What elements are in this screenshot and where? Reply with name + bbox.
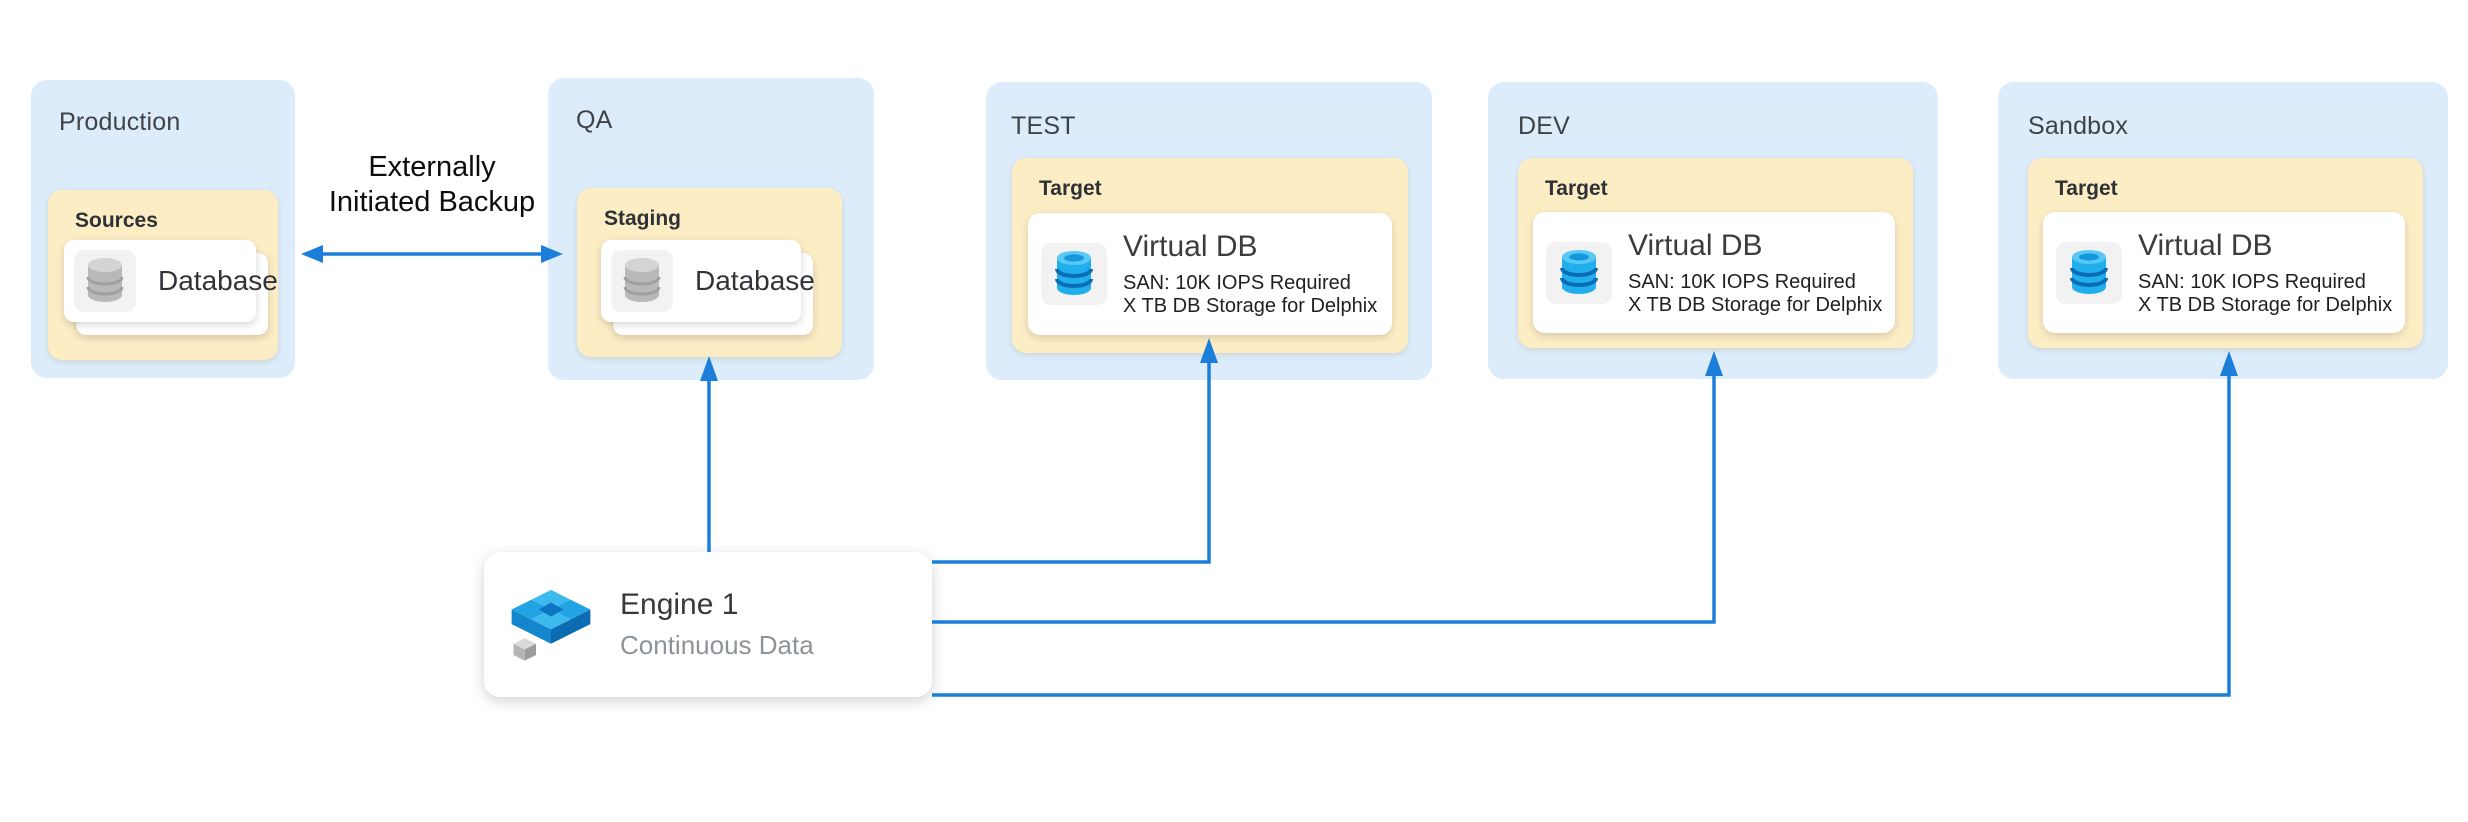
virtual-db-spec-line1: SAN: 10K IOPS Required [1628,270,1856,293]
group-title-staging: Staging [604,207,681,230]
database-card-stack: Database [64,240,278,338]
engine-to-sandbox-arrow [932,351,2238,697]
database-card-stack: Database [601,240,815,336]
group-title-target: Target [1545,177,1608,200]
database-card-production: Database [64,240,278,322]
group-box-target-sandbox: Target Virtual DB SAN: 10K IOPS Required… [2028,158,2423,348]
database-icon-tile [611,250,673,312]
engine-title: Engine 1 [620,588,739,621]
virtual-db-icon-tile [1546,241,1612,304]
virtual-db-spec-line2: X TB DB Storage for Delphix [2138,293,2393,316]
virtual-db-title: Virtual DB [1628,228,1763,262]
group-box-target-dev: Target Virtual DB SAN: 10K IOPS Required… [1518,158,1913,348]
env-title-qa: QA [576,106,613,134]
database-card-label: Database [158,265,278,296]
virtual-db-spec-line1: SAN: 10K IOPS Required [1123,272,1351,294]
env-title-test: TEST [1011,112,1076,140]
group-title-sources: Sources [75,209,158,232]
group-title-target: Target [1039,177,1102,200]
virtual-db-icon-tile [1041,243,1107,305]
database-icon-tile [74,250,136,312]
virtual-db-card-sandbox: Virtual DB SAN: 10K IOPS Required X TB D… [2043,212,2405,333]
virtual-db-card-dev: Virtual DB SAN: 10K IOPS Required X TB D… [1533,212,1895,333]
env-box-production: Production Sources Database [31,80,295,378]
env-box-dev: DEV Target Virtual DB SAN: 10K IOPS Requ… [1488,82,1938,379]
engine-to-qa-arrow [700,356,718,552]
group-title-target: Target [2055,177,2118,200]
backup-bidirectional-arrow [301,245,563,263]
env-box-sandbox: Sandbox Target Virtual DB SAN: 10K IOPS … [1998,82,2448,379]
virtual-db-icon [1560,249,1598,294]
group-box-sources: Sources Database [48,190,278,360]
engine-subtitle: Continuous Data [620,630,814,660]
group-box-staging: Staging Database [577,188,842,357]
virtual-db-spec-line2: X TB DB Storage for Delphix [1123,295,1378,317]
database-card-label: Database [695,265,815,296]
virtual-db-spec-line1: SAN: 10K IOPS Required [2138,270,2366,293]
virtual-db-title: Virtual DB [1123,230,1258,263]
database-icon [623,258,661,302]
backup-arrow-label: Externally Initiated Backup [328,151,536,218]
engine-card: Engine 1 Continuous Data [484,552,932,697]
engine-cubes-icon [506,579,596,671]
virtual-db-icon [2070,249,2108,294]
virtual-db-spec-line2: X TB DB Storage for Delphix [1628,293,1883,316]
engine-to-dev-arrow [932,351,1723,624]
virtual-db-card-test: Virtual DB SAN: 10K IOPS Required X TB D… [1028,213,1392,335]
database-icon [86,258,124,302]
virtual-db-icon [1055,251,1093,295]
env-title-production: Production [59,108,181,136]
env-title-dev: DEV [1518,112,1571,140]
env-title-sandbox: Sandbox [2028,112,2129,140]
env-box-qa: QA Staging Database [548,78,874,380]
env-box-test: TEST Target Virtual DB SAN: 10K IOPS Req… [986,82,1432,380]
group-box-target-test: Target Virtual DB SAN: 10K IOPS Required… [1012,158,1408,353]
virtual-db-title: Virtual DB [2138,228,2273,262]
database-card-qa: Database [601,240,815,322]
virtual-db-icon-tile [2056,241,2122,304]
